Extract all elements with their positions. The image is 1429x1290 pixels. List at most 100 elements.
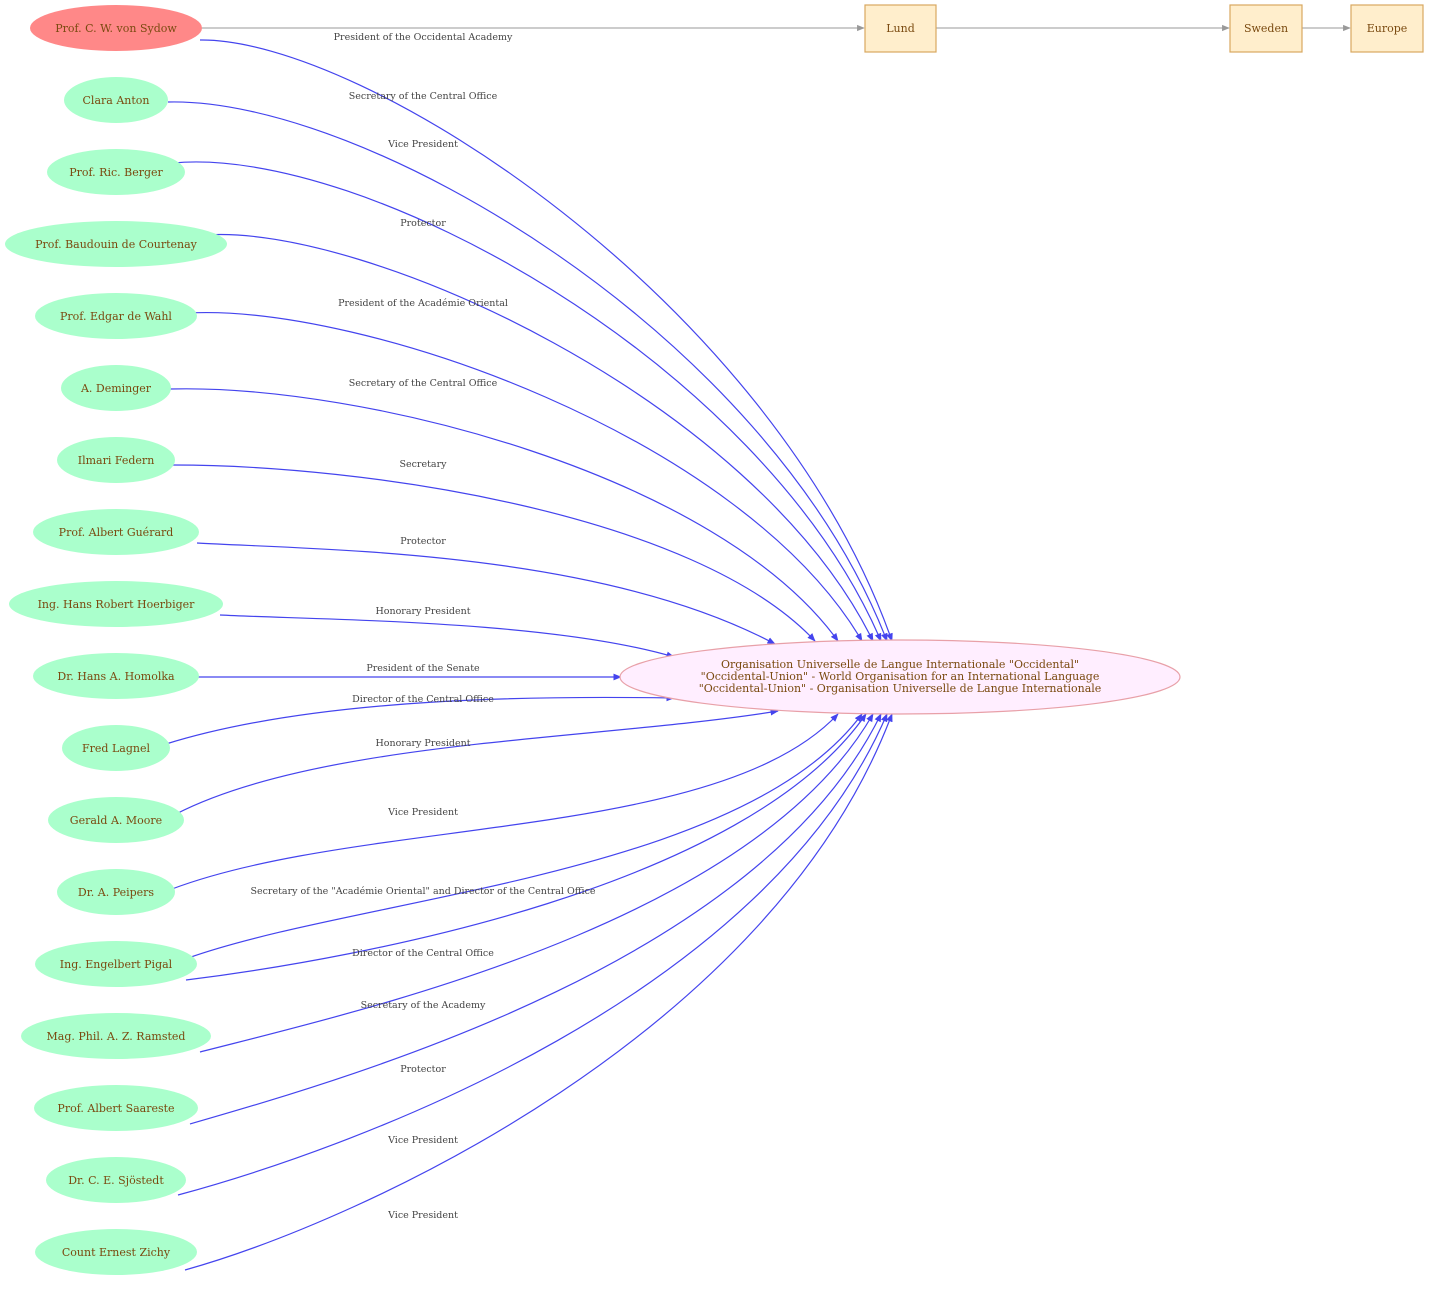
person-label: Ing. Hans Robert Hoerbiger [38, 598, 196, 611]
edge-label: Honorary President [375, 606, 470, 617]
edge-label: Director of the Central Office [352, 694, 494, 705]
edge-gerald-a-moore-11 [175, 708, 779, 815]
organisation-label-line: Organisation Universelle de Langue Inter… [721, 658, 1079, 671]
person-label: Prof. Edgar de Wahl [60, 310, 172, 323]
person-node-prof-baudouin-de-courtenay[interactable]: Prof. Baudouin de Courtenay [5, 221, 227, 267]
edge-count-ernest-zichy-18 [184, 713, 893, 1271]
person-node-prof-c-w-von-sydow[interactable]: Prof. C. W. von Sydow [30, 5, 202, 51]
edge-prof-albert-guerard-7 [196, 542, 776, 645]
person-node-fred-lagnel[interactable]: Fred Lagnel [62, 725, 170, 771]
location-label: Sweden [1244, 22, 1288, 35]
edge-clara-anton-1 [167, 101, 888, 642]
edge-label: Secretary [399, 459, 447, 470]
edge-a-deminger-5 [169, 388, 839, 642]
location-node-sweden[interactable]: Sweden [1229, 4, 1303, 53]
edge-dr-c-e-sjostedt-17 [177, 713, 888, 1196]
person-node-prof-ric-berger[interactable]: Prof. Ric. Berger [47, 149, 185, 195]
edge-label: Vice President [387, 1135, 458, 1146]
person-ellipse [30, 5, 202, 51]
edge-labels-layer: President of the Occidental AcademySecre… [250, 32, 595, 1221]
edge-label: Director of the Central Office [352, 948, 494, 959]
location-label: Lund [886, 22, 915, 35]
edges-layer [165, 24, 1351, 1271]
person-node-gerald-a-moore[interactable]: Gerald A. Moore [48, 797, 184, 843]
person-node-prof-albert-guerard[interactable]: Prof. Albert Guérard [33, 509, 199, 555]
edge-ing-engelbert-pigal-13 [187, 713, 863, 959]
edge-label: Honorary President [375, 738, 470, 749]
person-ellipse [9, 581, 223, 627]
person-node-a-deminger[interactable]: A. Deminger [61, 365, 171, 411]
person-label: A. Deminger [80, 382, 152, 395]
person-node-dr-c-e-sjostedt[interactable]: Dr. C. E. Sjöstedt [46, 1157, 186, 1203]
person-ellipse [64, 77, 168, 123]
location-label: Europe [1367, 22, 1408, 35]
person-node-dr-a-peipers[interactable]: Dr. A. Peipers [57, 869, 175, 915]
person-ellipse [35, 293, 197, 339]
edge-label: Vice President [387, 139, 458, 150]
person-ellipse [33, 653, 199, 699]
location-box [1350, 4, 1424, 53]
person-ellipse [57, 869, 175, 915]
person-label: Dr. C. E. Sjöstedt [68, 1174, 164, 1187]
edge-prof-c-w-von-sydow-0 [199, 39, 893, 642]
location-box [864, 4, 937, 53]
edge-prof-albert-saareste-16 [189, 713, 882, 1125]
location-box [1229, 4, 1303, 53]
person-node-prof-edgar-de-wahl[interactable]: Prof. Edgar de Wahl [35, 293, 197, 339]
organisation-label-line: "Occidental-Union" - Organisation Univer… [699, 682, 1102, 695]
person-node-ing-hans-robert-hoerbiger[interactable]: Ing. Hans Robert Hoerbiger [9, 581, 223, 627]
organisation-node[interactable]: Organisation Universelle de Langue Inter… [619, 639, 1181, 715]
edge-ilmari-federn-6 [172, 464, 816, 642]
edge-label: Protector [400, 1064, 446, 1075]
edge-label: Secretary of the Central Office [349, 378, 498, 389]
person-label: Ing. Engelbert Pigal [60, 958, 173, 971]
edge-prof-baudouin-de-courtenay-3 [205, 233, 874, 642]
person-label: Clara Anton [83, 94, 150, 107]
person-label: Prof. Albert Guérard [59, 526, 174, 539]
edge-label: President of the Occidental Academy [334, 32, 513, 43]
person-label: Prof. Albert Saareste [57, 1102, 174, 1115]
person-node-count-ernest-zichy[interactable]: Count Ernest Zichy [35, 1229, 197, 1275]
edge-dr-a-peipers-12 [171, 713, 839, 890]
person-node-clara-anton[interactable]: Clara Anton [64, 77, 168, 123]
person-ellipse [35, 1229, 197, 1275]
person-label: Dr. Hans A. Homolka [57, 670, 175, 683]
edge-fred-lagnel-10 [165, 694, 675, 745]
person-ellipse [48, 797, 184, 843]
person-node-prof-albert-saareste[interactable]: Prof. Albert Saareste [34, 1085, 198, 1131]
edge-label: Secretary of the Central Office [349, 91, 498, 102]
edge-ing-engelbert-pigal-14 [185, 713, 867, 981]
edge-label: President of the Académie Oriental [338, 298, 508, 309]
person-label: Prof. C. W. von Sydow [55, 22, 177, 35]
person-label: Mag. Phil. A. Z. Ramsted [47, 1030, 186, 1043]
edge-label: President of the Senate [366, 663, 480, 674]
person-node-ing-engelbert-pigal[interactable]: Ing. Engelbert Pigal [35, 941, 197, 987]
person-ellipse [33, 509, 199, 555]
edge-label: Vice President [387, 807, 458, 818]
person-label: Gerald A. Moore [70, 814, 162, 827]
location-node-europe[interactable]: Europe [1350, 4, 1424, 53]
organisation-label-line: "Occidental-Union" - World Organisation … [701, 670, 1100, 683]
person-label: Prof. Baudouin de Courtenay [35, 238, 198, 251]
edge-mag-phil-a-z-ramsted-15 [199, 713, 874, 1053]
person-label: Prof. Ric. Berger [69, 166, 163, 179]
person-ellipse [47, 149, 185, 195]
edge-label: Protector [400, 536, 446, 547]
person-label: Ilmari Federn [78, 454, 155, 467]
person-label: Count Ernest Zichy [62, 1246, 171, 1259]
person-label: Dr. A. Peipers [78, 886, 155, 899]
person-node-mag-phil-a-z-ramsted[interactable]: Mag. Phil. A. Z. Ramsted [21, 1013, 211, 1059]
person-node-ilmari-federn[interactable]: Ilmari Federn [57, 437, 175, 483]
organisation-ellipse [619, 639, 1181, 715]
person-ellipse [62, 725, 170, 771]
edge-label: Secretary of the Academy [361, 1000, 486, 1011]
person-ellipse [34, 1085, 198, 1131]
person-ellipse [21, 1013, 211, 1059]
edge-prof-edgar-de-wahl-4 [187, 311, 863, 642]
person-node-dr-hans-a-homolka[interactable]: Dr. Hans A. Homolka [33, 653, 199, 699]
location-node-lund[interactable]: Lund [864, 4, 937, 53]
edge-ing-hans-robert-hoerbiger-8 [219, 614, 675, 659]
person-ellipse [5, 221, 227, 267]
